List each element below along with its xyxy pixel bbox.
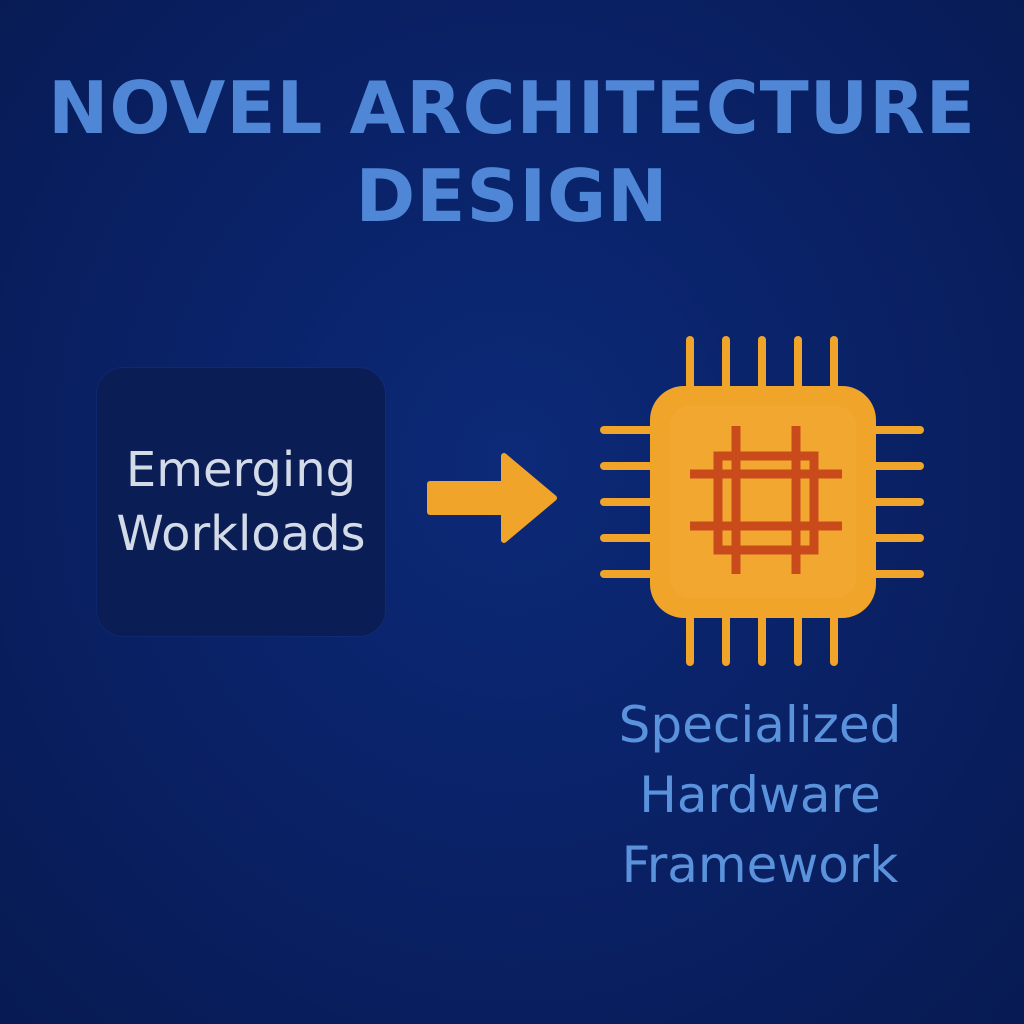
emerging-workloads-box: Emerging Workloads (97, 368, 385, 636)
chip-die (670, 406, 856, 598)
chip-grid (690, 426, 842, 574)
title-line-1: NOVEL ARCHITECTURE (48, 66, 976, 150)
workload-label-line-1: Emerging (125, 442, 357, 498)
workload-label-line-2: Workloads (116, 506, 366, 562)
microchip-icon (600, 336, 924, 666)
hardware-label-line-1: Specialized (618, 696, 902, 754)
title-line-2: DESIGN (355, 154, 669, 238)
diagram-title: NOVEL ARCHITECTURE DESIGN (0, 64, 1024, 240)
hardware-label-line-2: Hardware (639, 766, 881, 824)
chip-pins (600, 336, 924, 666)
specialized-hardware-label: Specialized Hardware Framework (560, 690, 960, 900)
hardware-label-line-3: Framework (621, 836, 899, 894)
right-arrow-icon (427, 453, 557, 543)
arrow-shape (427, 453, 557, 543)
